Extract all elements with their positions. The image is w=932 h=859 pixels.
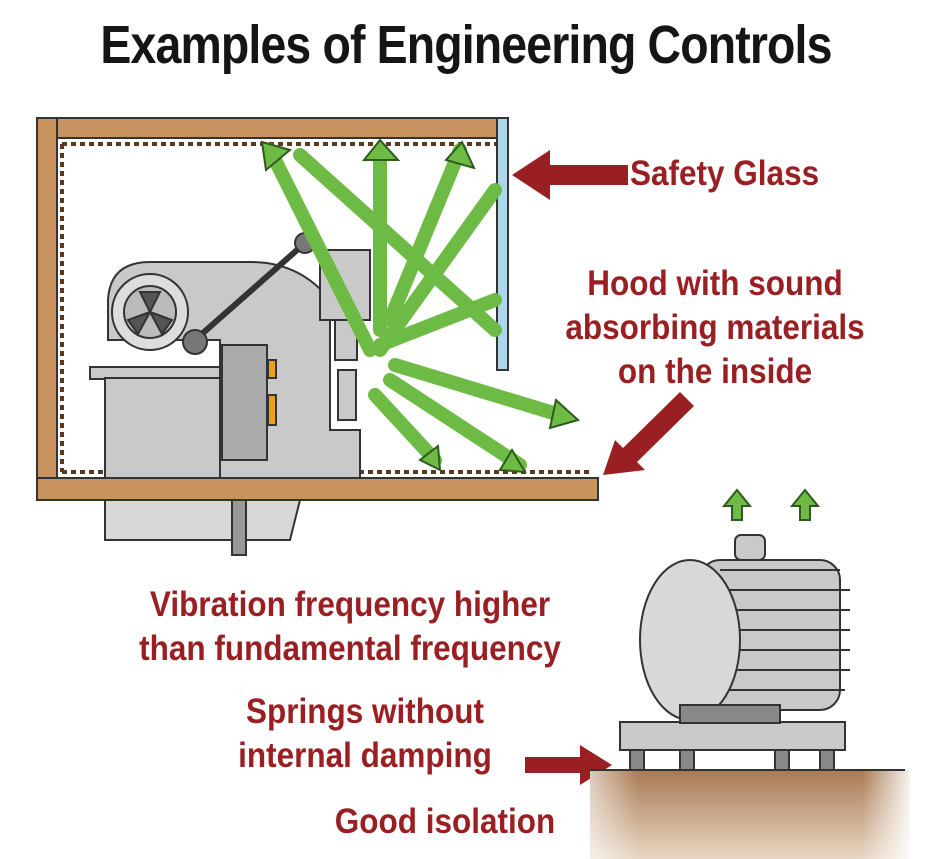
punch-press-machine <box>89 232 371 479</box>
springs-label-line-2: internal damping <box>238 736 492 775</box>
hood-arrow <box>603 392 694 475</box>
vibration-arrows <box>721 488 821 521</box>
safety-glass-arrow <box>512 150 628 200</box>
sound-wave-arrows <box>260 138 581 474</box>
vibration-label-line-1: Vibration frequency higher <box>149 585 551 624</box>
hood-label: Hood with sound absorbing materials on t… <box>544 262 886 394</box>
safety-glass-label: Safety Glass <box>630 154 820 193</box>
vibration-label-line-2: than fundamental frequency <box>139 629 561 668</box>
sound-hood <box>36 117 599 501</box>
hood-label-line-1: Hood with sound <box>587 264 843 303</box>
machine-stand <box>104 499 302 556</box>
safety-glass <box>496 117 509 371</box>
hood-label-line-2: absorbing materials <box>565 308 865 347</box>
springs-label-line-1: Springs without <box>246 692 484 731</box>
good-isolation-label: Good isolation <box>334 802 556 841</box>
vibration-label: Vibration frequency higher than fundamen… <box>89 583 611 671</box>
page-title: Examples of Engineering Controls <box>100 15 832 75</box>
springs-label: Springs without internal damping <box>199 690 532 778</box>
hood-label-line-3: on the inside <box>617 352 813 391</box>
electric-motor <box>619 534 850 771</box>
